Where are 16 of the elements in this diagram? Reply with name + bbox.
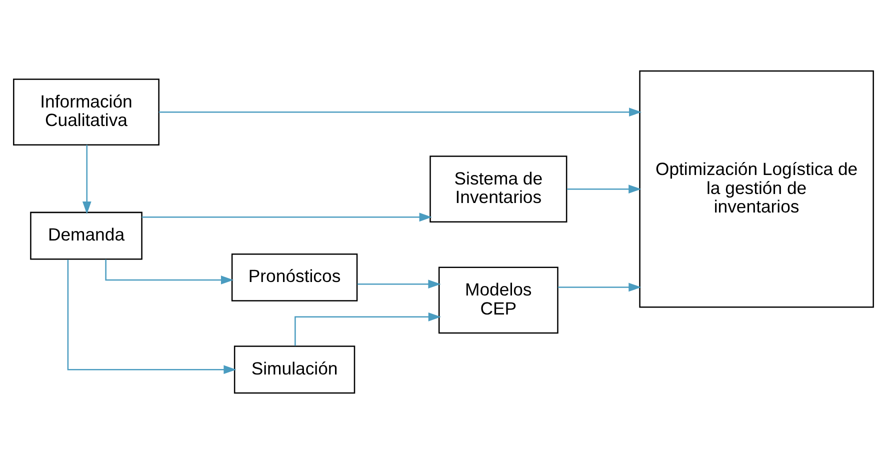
node-box: Sistema de Inventarios xyxy=(430,156,568,223)
node-box: Información Cualitativa xyxy=(13,78,160,146)
node-box: Optimización Logística de la gestión de inventarios xyxy=(639,70,874,308)
arrow xyxy=(142,212,432,222)
arrow xyxy=(566,184,642,194)
node-box: Demanda xyxy=(30,212,142,260)
arrow xyxy=(294,312,441,346)
arrow xyxy=(67,260,236,374)
arrow xyxy=(158,108,642,116)
arrow xyxy=(105,259,234,284)
node-box: Modelos CEP xyxy=(438,266,558,334)
node-box: Pronósticos xyxy=(231,253,358,302)
arrow xyxy=(357,280,441,288)
arrow xyxy=(82,144,92,214)
node-box: Simulación xyxy=(234,346,356,394)
arrow xyxy=(558,282,642,292)
